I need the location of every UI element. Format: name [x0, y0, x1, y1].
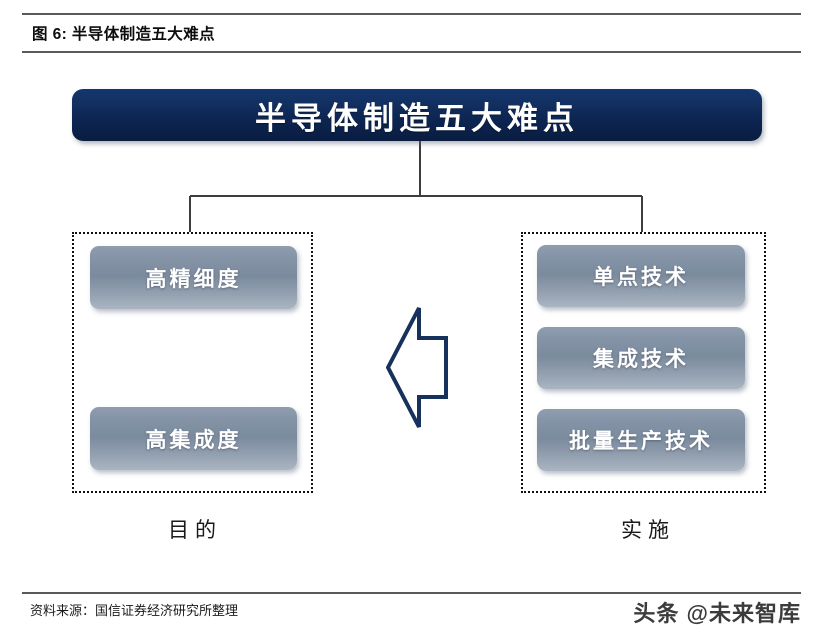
source-note: 资料来源：国信证券经济研究所整理 — [30, 603, 239, 618]
item-ji-cheng-ji-shu[interactable]: 集成技术 — [537, 327, 745, 389]
diagram-title-banner: 半导体制造五大难点 — [72, 89, 762, 141]
item-label: 批量生产技术 — [569, 429, 713, 453]
page-title: 图 6: 半导体制造五大难点 — [32, 26, 215, 43]
item-label: 高集成度 — [145, 427, 242, 452]
item-pi-liang-sheng-chan-ji-shu[interactable]: 批量生产技术 — [537, 409, 745, 471]
left-arrow-icon — [386, 307, 448, 428]
group-caption-purpose: 目的 — [168, 518, 222, 542]
item-label: 高精细度 — [145, 266, 242, 291]
group-caption-implementation: 实施 — [621, 518, 675, 542]
item-gao-ji-cheng-du[interactable]: 高集成度 — [90, 407, 297, 470]
item-label: 集成技术 — [593, 347, 689, 371]
footer-divider — [22, 592, 801, 594]
watermark: 头条 @未来智库 — [633, 601, 801, 626]
diagram-canvas: 半导体制造五大难点 高精细度 高集成度 目的 单点技术 集成技术 批量生产技术 … — [0, 55, 823, 580]
item-dan-dian-ji-shu[interactable]: 单点技术 — [537, 245, 745, 307]
diagram-title-text: 半导体制造五大难点 — [255, 100, 579, 136]
item-label: 单点技术 — [593, 265, 689, 289]
figure-header: 图 6: 半导体制造五大难点 — [22, 13, 801, 53]
item-gao-jing-xi-du[interactable]: 高精细度 — [90, 246, 297, 309]
